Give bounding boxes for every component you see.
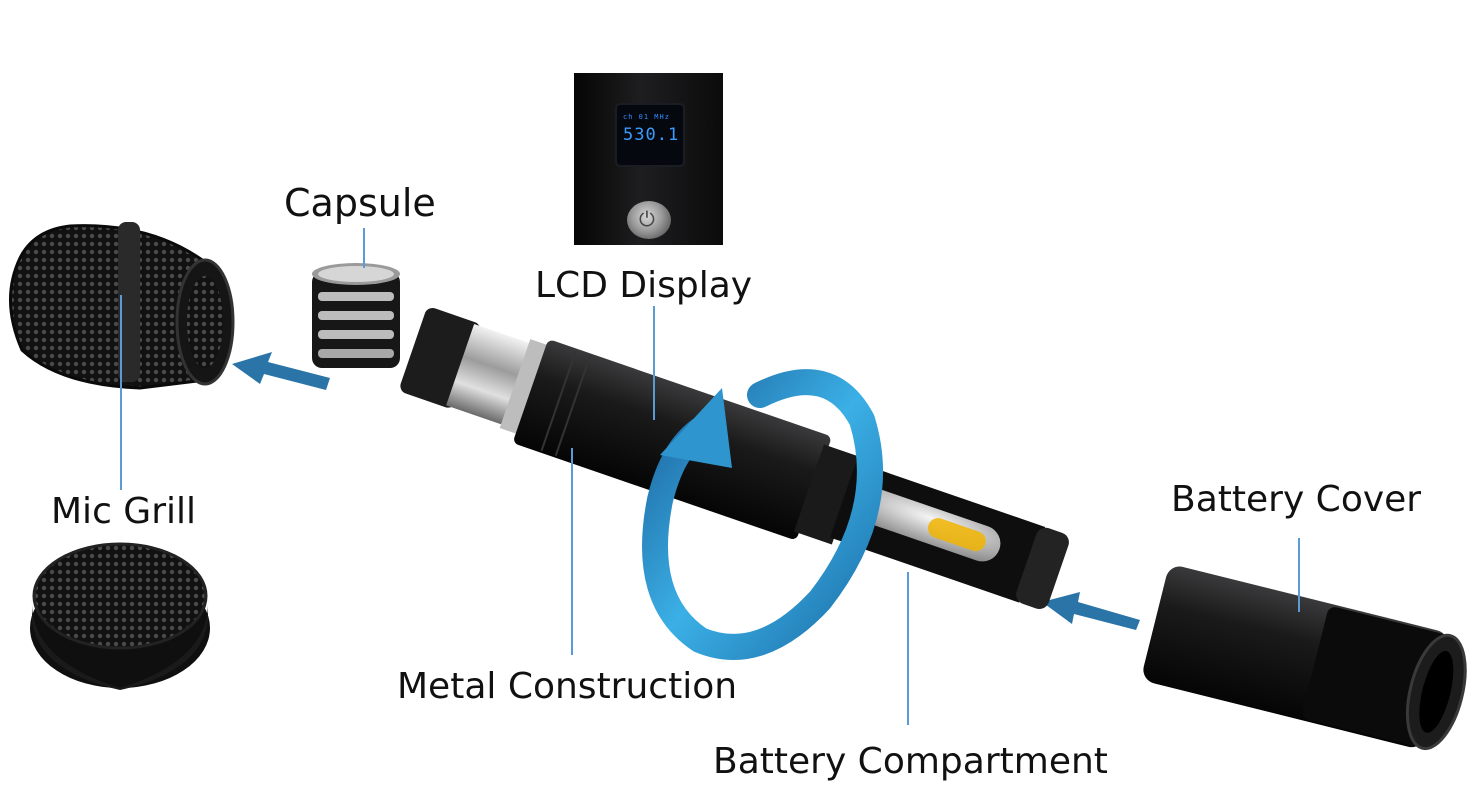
label-lcd-display: LCD Display (535, 265, 753, 306)
battery-cover-part (1143, 566, 1467, 751)
label-battery-compartment: Battery Compartment (713, 741, 1108, 782)
callout-lines (120, 228, 1300, 725)
lcd-frequency: 530.1 (623, 125, 680, 145)
lcd-display-closeup: ch 01 MHz 530.1 (574, 73, 723, 245)
rotation-arrow-icon (642, 369, 883, 660)
power-icon (627, 201, 671, 239)
lcd-screen: ch 01 MHz 530.1 (615, 103, 685, 167)
lcd-channel-text: ch 01 MHz (623, 113, 670, 121)
label-metal-construction: Metal Construction (397, 666, 738, 707)
label-battery-cover: Battery Cover (1171, 479, 1422, 520)
mic-handle-body (400, 308, 1069, 610)
mic-grill-ring (30, 542, 210, 690)
mic-grill-head (9, 222, 235, 390)
label-mic-grill: Mic Grill (51, 491, 197, 532)
direction-arrow-icon (232, 352, 1140, 630)
label-capsule: Capsule (284, 181, 436, 225)
capsule-part (312, 263, 400, 368)
